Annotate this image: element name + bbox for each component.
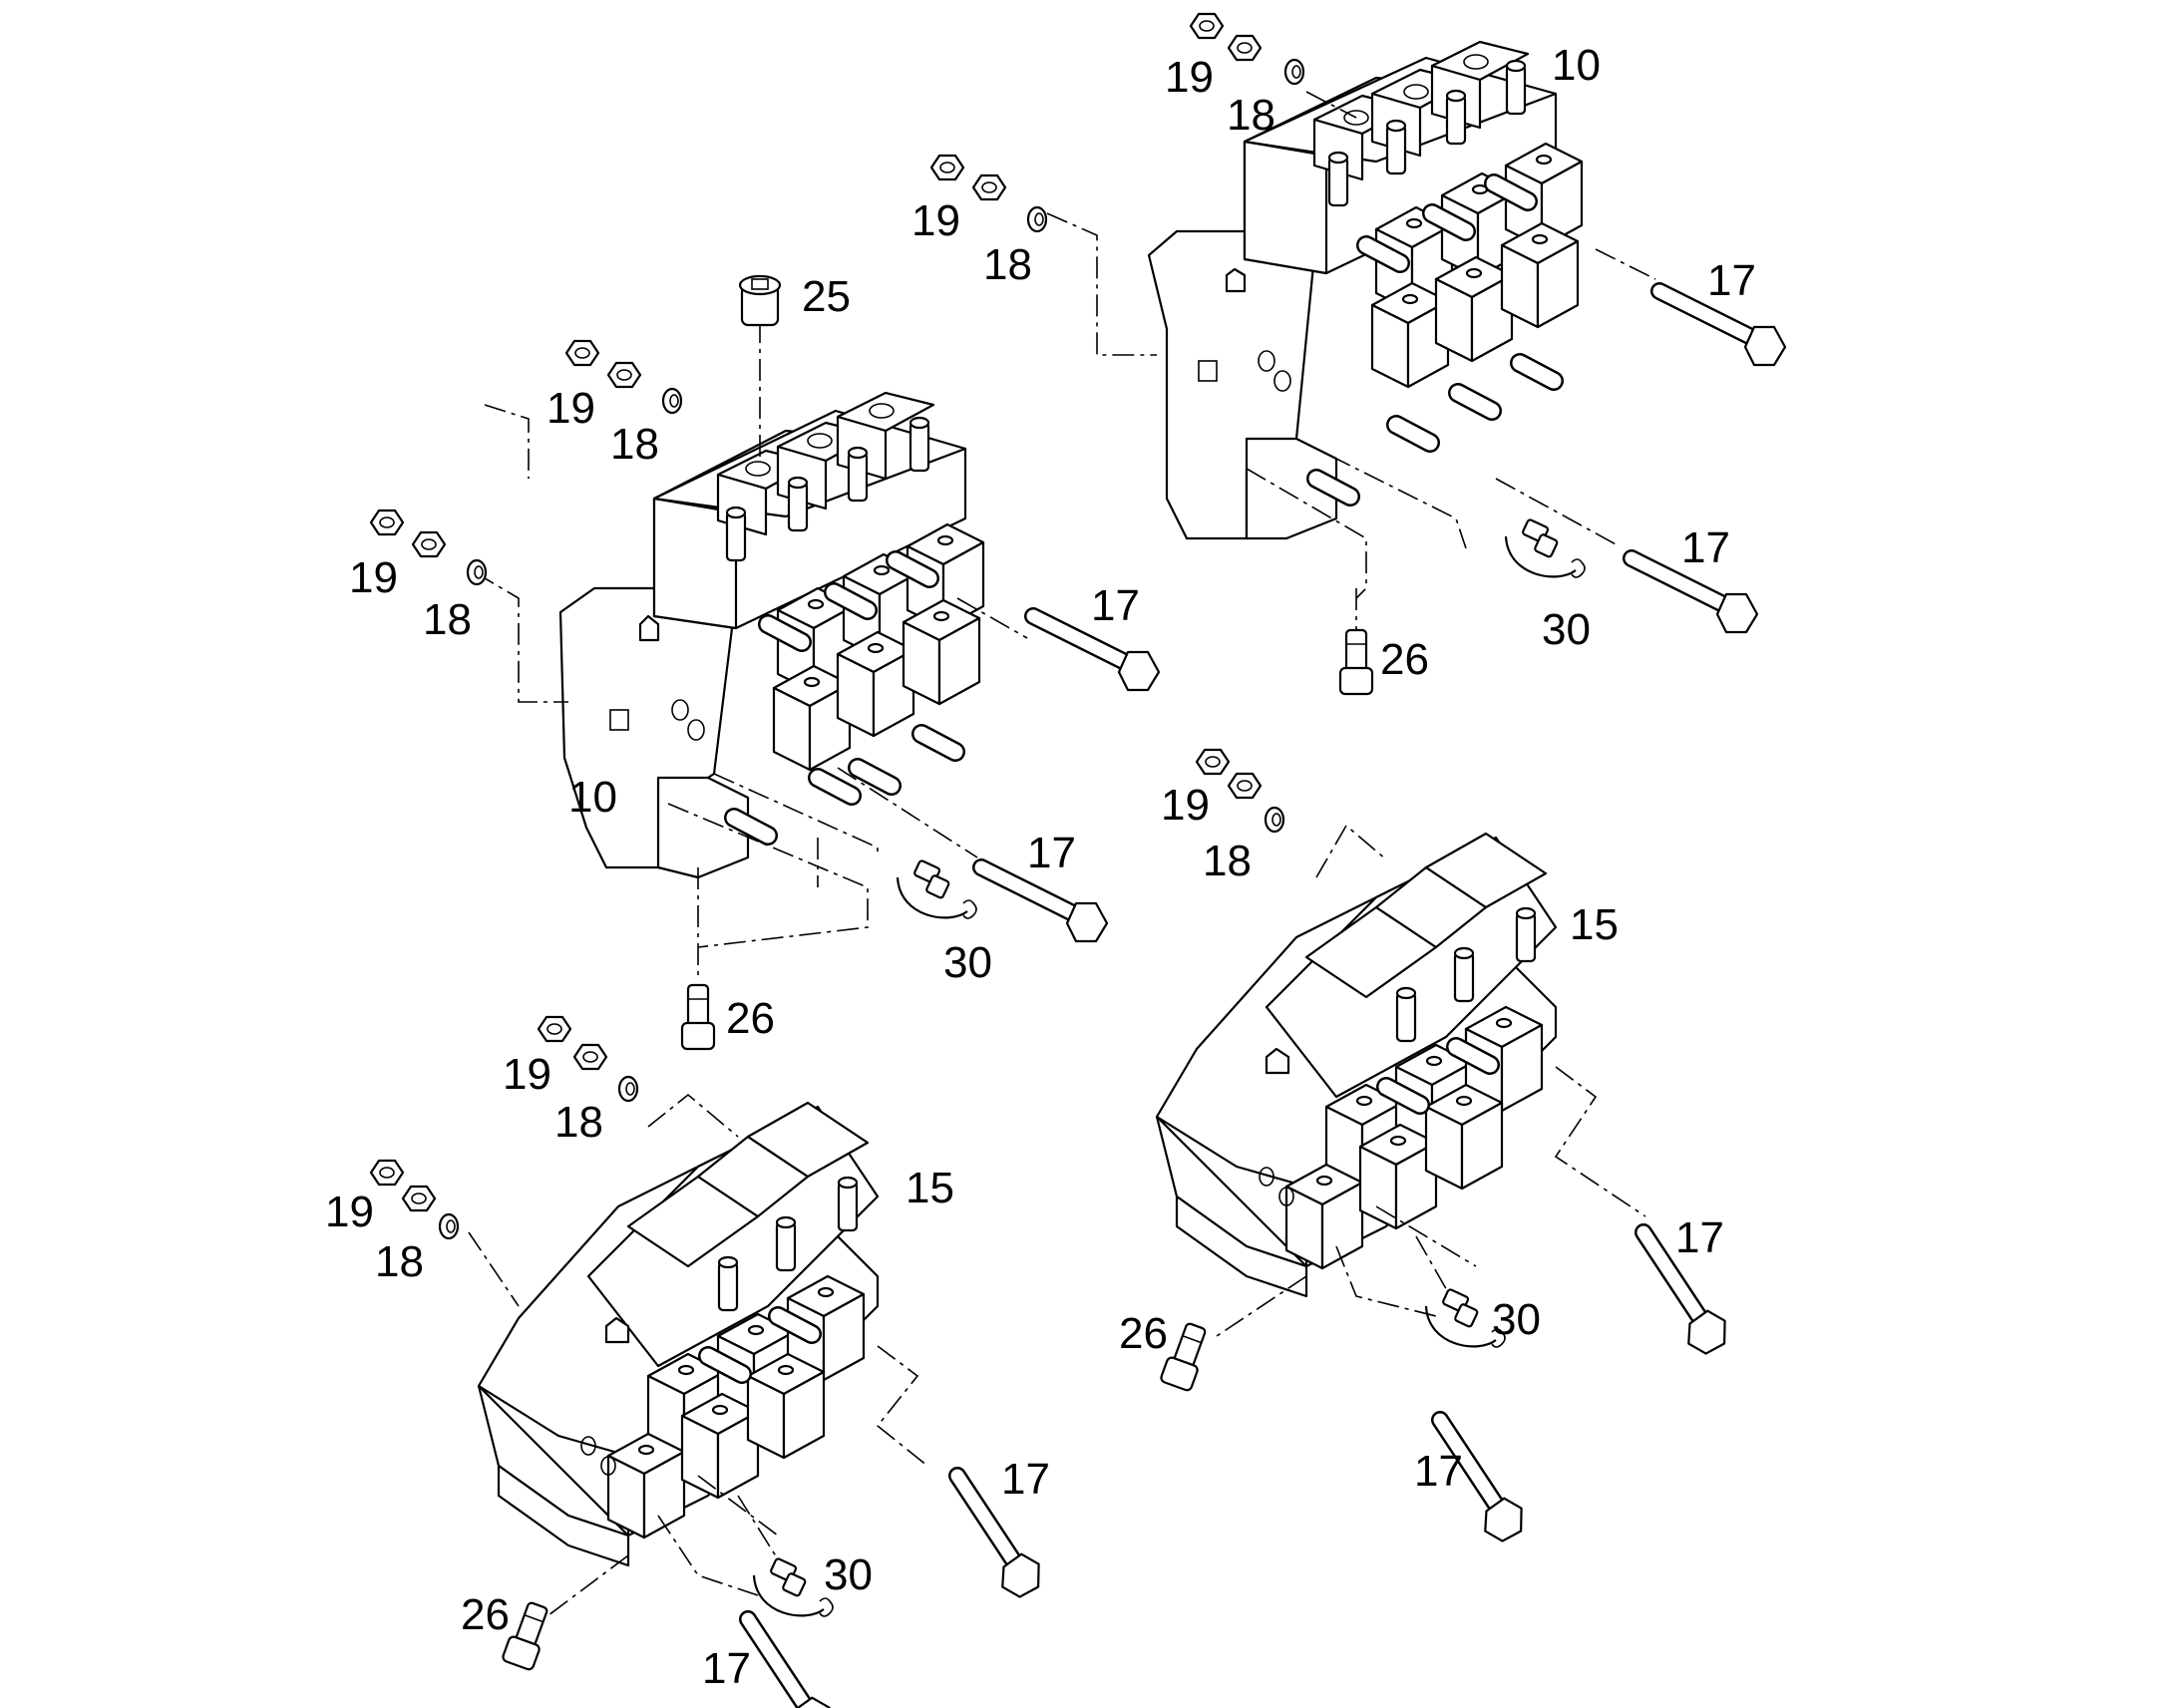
nut-19-d4 bbox=[401, 1185, 437, 1212]
leader-lines-c bbox=[1216, 824, 1646, 1337]
nut-19-b1 bbox=[564, 339, 600, 367]
callout-label: 17 bbox=[1091, 581, 1140, 630]
connector-30-b bbox=[896, 858, 978, 920]
callout-label: 26 bbox=[1119, 1309, 1168, 1358]
callout-label: 17 bbox=[1001, 1455, 1050, 1504]
callout-label: 18 bbox=[983, 240, 1032, 289]
leader-lines-d bbox=[468, 1093, 928, 1616]
callout-label: 19 bbox=[546, 384, 595, 433]
washer-18-b2 bbox=[466, 558, 488, 586]
nut-19-b4 bbox=[411, 530, 447, 558]
nut-19-a1 bbox=[1189, 12, 1225, 40]
plug-25 bbox=[738, 274, 782, 327]
leader-lines-b bbox=[474, 321, 1028, 977]
connector-30-a bbox=[1504, 517, 1587, 579]
callout-label: 30 bbox=[824, 1550, 873, 1599]
callout-label: 19 bbox=[911, 196, 960, 245]
callout-label: 19 bbox=[1161, 781, 1210, 830]
callout-label: 19 bbox=[325, 1188, 374, 1236]
callout-label: 18 bbox=[554, 1098, 603, 1147]
nut-19-d3 bbox=[369, 1159, 405, 1187]
leader-lines-a bbox=[1046, 91, 1656, 646]
callout-label: 30 bbox=[1492, 1295, 1541, 1344]
nut-19-a2 bbox=[1227, 34, 1263, 62]
nut-19-b2 bbox=[606, 361, 642, 389]
callout-labels: 10 19 18 19 18 17 17 30 26 25 19 18 19 1… bbox=[325, 41, 1756, 1693]
callout-label: 26 bbox=[726, 994, 775, 1043]
callout-label: 18 bbox=[610, 420, 659, 469]
callout-label: 15 bbox=[1570, 900, 1619, 949]
bolt-17-b2 bbox=[981, 867, 1107, 941]
nut-19-a3 bbox=[929, 154, 965, 181]
callout-label: 30 bbox=[1542, 605, 1591, 654]
callout-label: 19 bbox=[503, 1050, 551, 1099]
connector-30-d bbox=[752, 1556, 835, 1618]
callout-label: 18 bbox=[423, 595, 472, 644]
valve-block-15-bottom-left bbox=[477, 1101, 880, 1567]
nut-19-d2 bbox=[572, 1043, 608, 1071]
callout-label: 18 bbox=[1203, 837, 1252, 885]
nut-19-c1 bbox=[1195, 748, 1231, 776]
nut-19-d1 bbox=[537, 1015, 572, 1043]
callout-label: 17 bbox=[1707, 256, 1756, 305]
callout-label: 26 bbox=[461, 1590, 510, 1639]
screw-26-b bbox=[680, 983, 716, 1051]
callout-label: 10 bbox=[1552, 41, 1601, 90]
callout-label: 15 bbox=[906, 1164, 954, 1212]
callout-label: 30 bbox=[943, 938, 992, 987]
valve-block-15-right bbox=[1155, 832, 1558, 1298]
callout-label: 18 bbox=[1227, 91, 1275, 140]
valve-block-10-middle-left bbox=[558, 391, 985, 879]
washer-18-b1 bbox=[661, 387, 683, 415]
washer-18-d1 bbox=[617, 1075, 639, 1103]
callout-label: 17 bbox=[1414, 1447, 1463, 1496]
nut-19-c2 bbox=[1227, 772, 1263, 800]
callout-label: 17 bbox=[1681, 523, 1730, 572]
nut-19-a4 bbox=[971, 173, 1007, 201]
callout-label: 19 bbox=[1165, 53, 1214, 102]
washer-18-d2 bbox=[438, 1212, 460, 1240]
washer-18-c bbox=[1264, 806, 1285, 834]
callout-label: 26 bbox=[1380, 635, 1429, 684]
washer-18-a2 bbox=[1026, 205, 1048, 233]
callout-label: 18 bbox=[375, 1237, 424, 1286]
callout-label: 17 bbox=[1675, 1213, 1724, 1262]
valve-block-10-top-right bbox=[1147, 40, 1584, 540]
nut-19-b3 bbox=[369, 509, 405, 536]
callout-label: 19 bbox=[349, 553, 398, 602]
callout-label: 25 bbox=[802, 272, 851, 321]
washer-18-a1 bbox=[1283, 58, 1305, 86]
callout-label: 17 bbox=[702, 1644, 751, 1693]
callout-label: 10 bbox=[568, 773, 617, 822]
screw-26-a bbox=[1338, 628, 1374, 696]
callout-label: 17 bbox=[1027, 829, 1076, 877]
